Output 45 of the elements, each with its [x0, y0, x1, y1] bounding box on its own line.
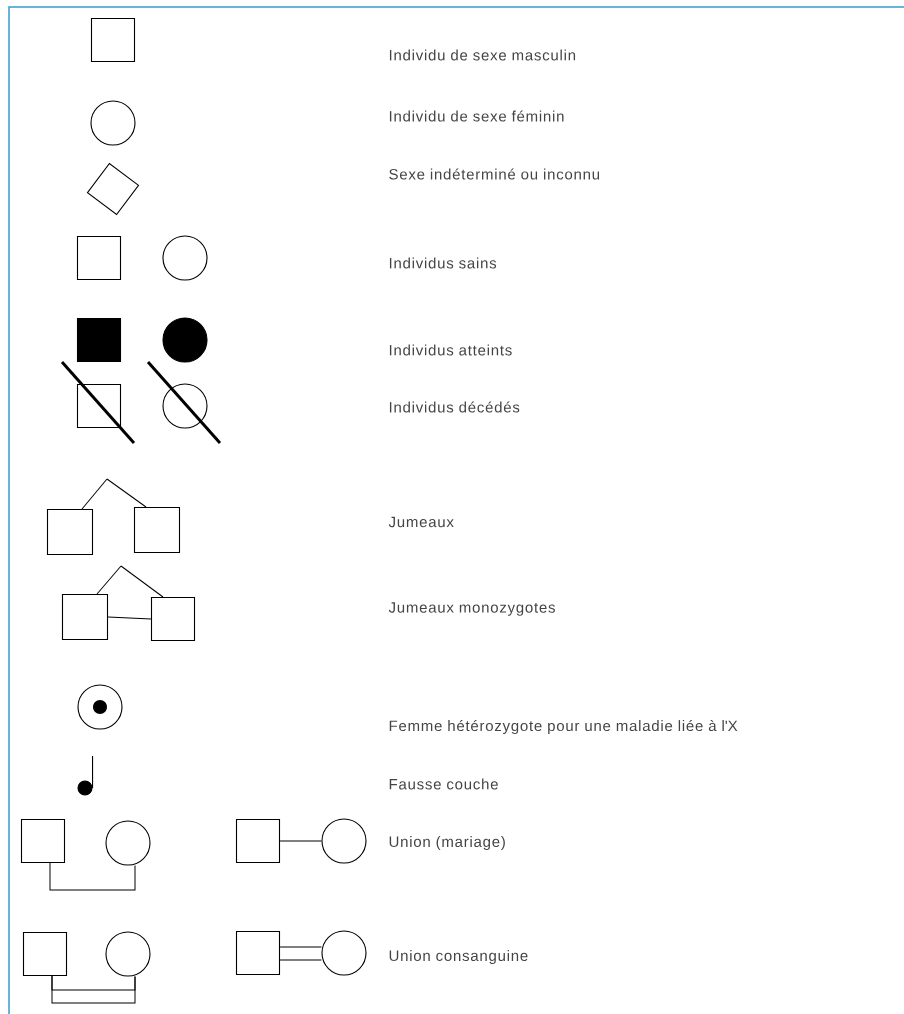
- connector-line: [279, 946, 322, 948]
- square-symbol: [20, 818, 66, 864]
- circle-symbol: [321, 930, 367, 976]
- miscarriage-symbol: [77, 755, 94, 796]
- square-symbol: [150, 596, 196, 642]
- connector-line: [49, 862, 136, 891]
- connector-line: [81, 478, 108, 510]
- square-symbol: [22, 931, 68, 977]
- square-symbol: [90, 17, 136, 63]
- connector-line: [107, 616, 152, 620]
- connector-line: [96, 565, 122, 595]
- legend-text: Individus sains: [389, 257, 497, 269]
- diamond-symbol: [86, 162, 140, 216]
- connector-line: [106, 478, 147, 508]
- legend-text: Sexe indéterminé ou inconnu: [389, 168, 600, 180]
- legend-text: Jumeaux: [388, 516, 454, 528]
- connector-line: [51, 975, 136, 1004]
- circle-symbol: [105, 931, 151, 977]
- legend-text: Union consanguine: [389, 950, 528, 964]
- dotted-circle-symbol: [77, 684, 123, 730]
- square-symbol: [61, 593, 109, 641]
- legend-text: Individus décédés: [389, 401, 520, 413]
- filled-square-symbol: [76, 317, 122, 363]
- legend-text: Femme hétérozygote pour une maladie liée à l'X: [389, 719, 738, 735]
- legend-text: Jumeaux monozygotes: [388, 602, 555, 616]
- circle-symbol: [321, 818, 367, 864]
- square-symbol: [76, 235, 122, 281]
- legend-text: Individu de sexe masculin: [389, 49, 576, 61]
- legend-text: Union (mariage): [389, 836, 505, 850]
- connector-line: [279, 840, 322, 842]
- crossed-square-symbol: [60, 361, 136, 444]
- square-symbol: [235, 930, 281, 976]
- circle-symbol: [162, 235, 208, 281]
- square-symbol: [235, 818, 281, 864]
- legend-text: Fausse couche: [389, 778, 498, 790]
- square-symbol: [133, 506, 181, 554]
- circle-symbol: [90, 100, 136, 146]
- connector-line: [120, 565, 164, 598]
- legend-text: Individus atteints: [389, 344, 512, 356]
- filled-circle-symbol: [162, 317, 208, 363]
- square-symbol: [46, 508, 94, 556]
- legend-text: Individu de sexe féminin: [389, 110, 564, 122]
- connector-line: [279, 959, 322, 961]
- crossed-circle-symbol: [146, 361, 222, 444]
- circle-symbol: [105, 820, 151, 866]
